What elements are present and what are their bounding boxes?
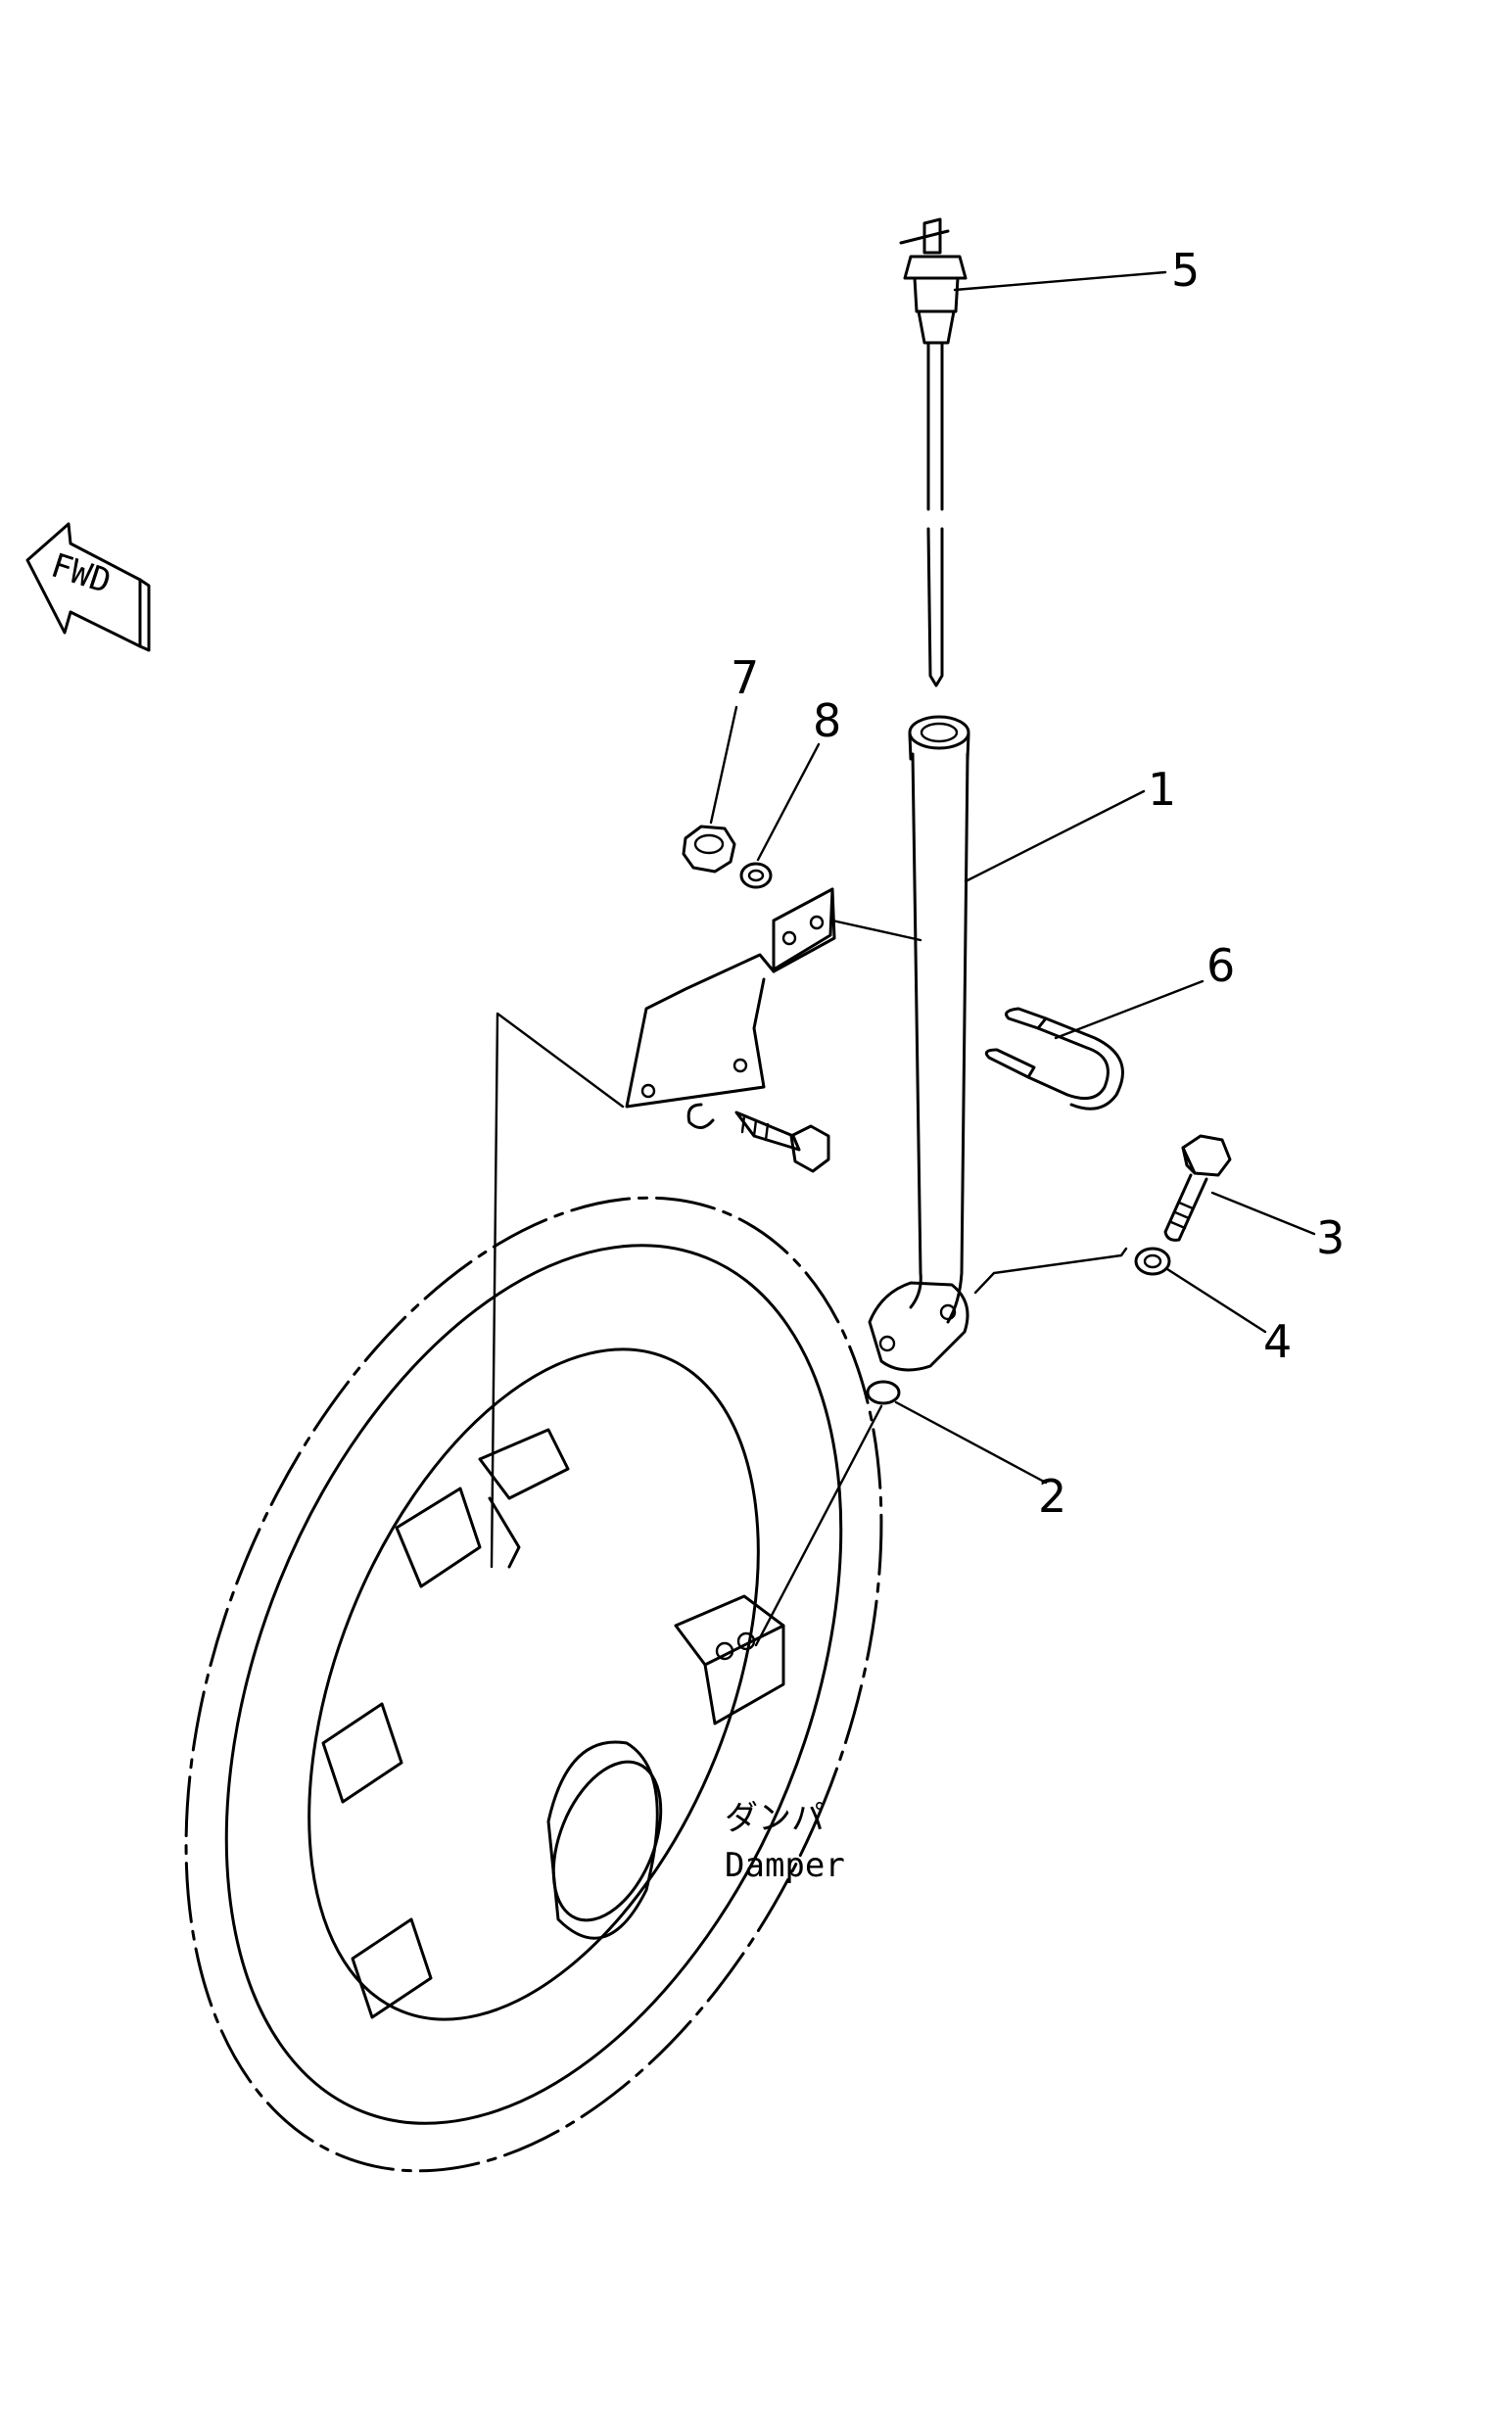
washer-part-8	[739, 862, 773, 889]
callout-8: 8	[813, 694, 841, 747]
mounting-bracket	[625, 887, 836, 1173]
callout-6: 6	[1206, 939, 1235, 992]
dipstick-gauge	[899, 217, 968, 687]
gauge-guide-tube	[868, 715, 970, 1372]
damper-label-en: Damper	[725, 1846, 845, 1885]
bolt-part-3	[1163, 1134, 1232, 1242]
callout-2: 2	[1038, 1470, 1066, 1523]
o-ring	[866, 1380, 901, 1405]
fwd-label: FWD	[46, 546, 116, 602]
callout-1: 1	[1148, 763, 1176, 816]
damper-housing	[184, 1196, 883, 2173]
callout-7: 7	[731, 651, 759, 704]
callout-5: 5	[1171, 244, 1200, 297]
callout-4: 4	[1263, 1315, 1292, 1368]
u-bolt-clamp	[984, 1007, 1124, 1110]
damper-label-jp: ダンパ	[725, 1799, 825, 1838]
callout-3: 3	[1316, 1211, 1345, 1264]
nut-part-7	[682, 825, 736, 874]
fwd-arrow-icon: FWD	[25, 522, 151, 652]
washer-part-4	[1134, 1247, 1171, 1276]
leader-lines	[490, 270, 1316, 1647]
